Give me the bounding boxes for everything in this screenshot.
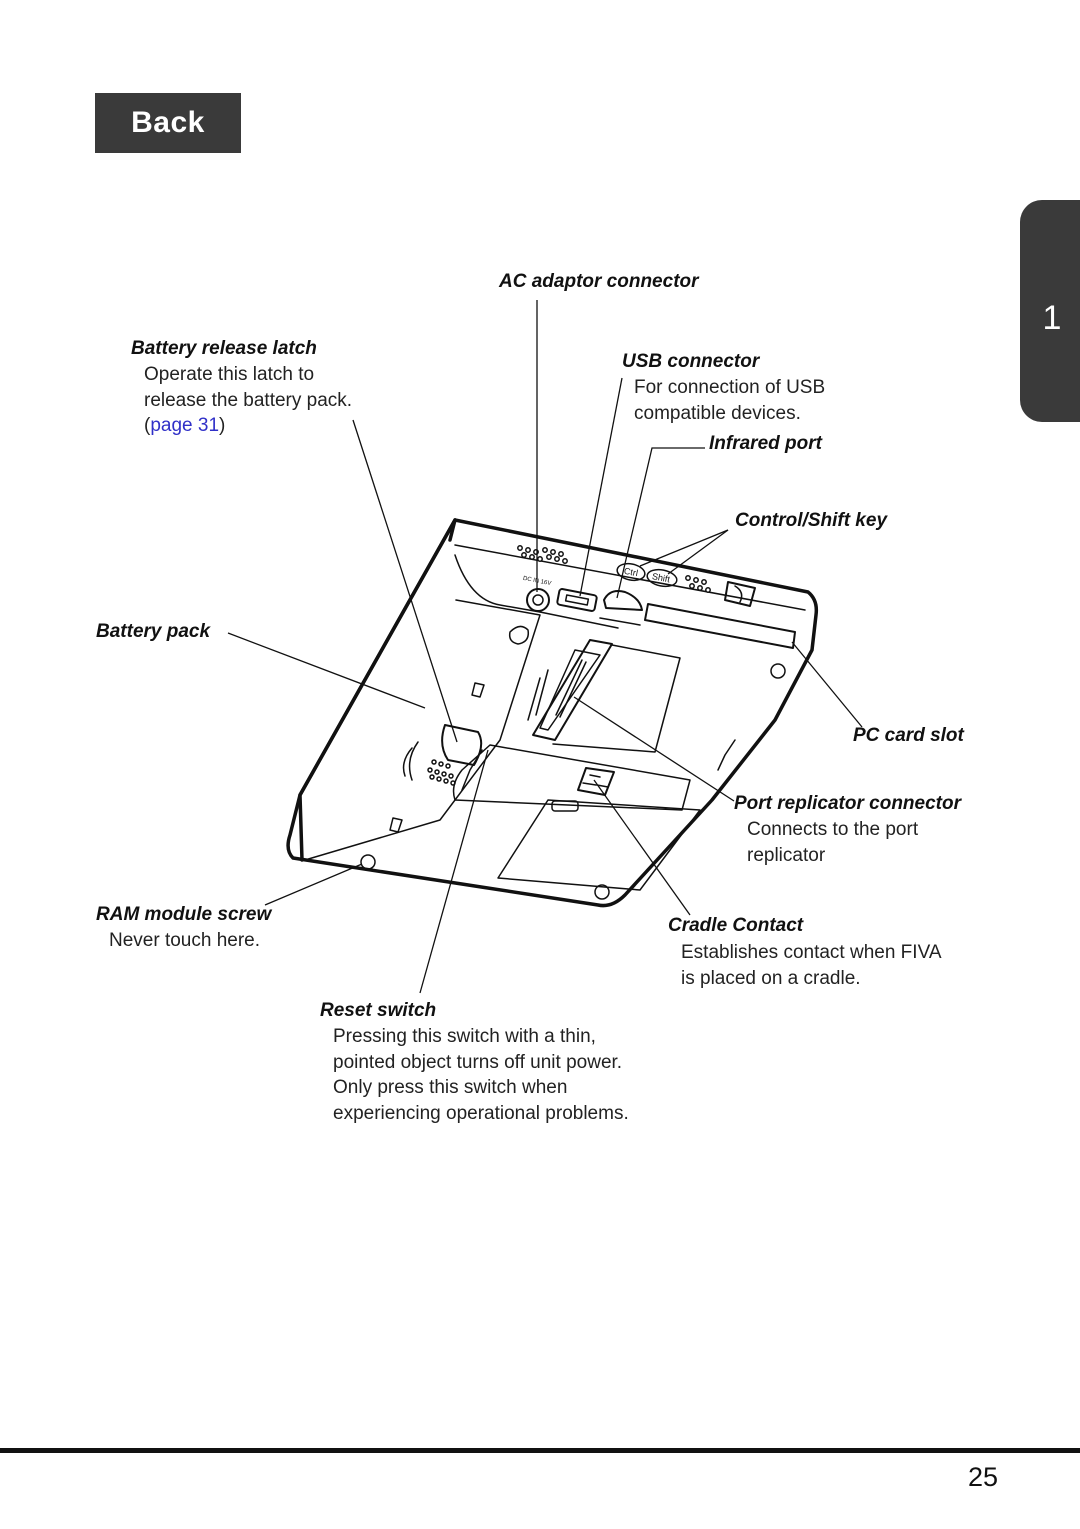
desc-line: Only press this switch when (333, 1077, 568, 1098)
page-31-link[interactable]: page 31 (150, 415, 220, 436)
desc-line: Establishes contact when FIVA (681, 942, 942, 963)
leader-battery-latch (352, 419, 458, 743)
desc-line: pointed object turns off unit power. (333, 1051, 623, 1073)
desc-line: replicator (747, 844, 826, 866)
desc-port-replicator-connector: Connects to the port replicator (747, 817, 918, 868)
leader-infrared (616, 447, 705, 599)
desc-usb-connector: For connection of USB compatible devices… (634, 375, 825, 426)
desc-line: is placed on a cradle. (681, 967, 861, 989)
leader-port-replicator (573, 696, 735, 802)
label-reset-switch: Reset switch (320, 1000, 437, 1021)
device-side-edge (298, 518, 457, 862)
leader-usb (579, 377, 623, 597)
desc-line: compatible devices. (634, 402, 801, 424)
label-cradle-contact: Cradle Contact (668, 915, 804, 936)
leader-ram-screw (264, 863, 363, 906)
desc-battery-release-latch: Operate this latch to release the batter… (144, 362, 352, 439)
battery-release-latch (441, 724, 483, 766)
desc-line: Connects to the port (747, 819, 919, 840)
lock-shape (724, 581, 756, 607)
paren-open: ( (144, 415, 151, 436)
shift-key (646, 568, 678, 588)
vent-holes (517, 545, 711, 593)
leader-cradle (593, 779, 691, 916)
label-ram-module-screw: RAM module screw (96, 904, 272, 925)
screw-top-right (770, 663, 786, 679)
leader-ctrl-shift-b (667, 529, 729, 575)
speaker-grille (427, 759, 456, 786)
device-outline (286, 518, 819, 908)
section-title: Back (95, 93, 241, 153)
footer-rule (0, 1448, 1080, 1453)
shift-key-label: Shift (651, 571, 671, 584)
dc-in-jack (526, 588, 550, 612)
battery-pack-region (304, 599, 541, 861)
desc-cradle-contact: Establishes contact when FIVA is placed … (681, 940, 942, 991)
desc-reset-switch: Pressing this switch with a thin, pointe… (333, 1024, 629, 1126)
leader-pc-card (791, 641, 863, 728)
label-port-replicator-connector: Port replicator connector (734, 793, 961, 814)
label-battery-release-latch: Battery release latch (131, 338, 317, 359)
leader-battery-pack (227, 632, 426, 709)
label-control-shift-key: Control/Shift key (735, 510, 888, 531)
desc-line: Operate this latch to (144, 364, 315, 385)
port-replicator-shape (532, 639, 613, 741)
desc-line: experiencing operational problems. (333, 1102, 629, 1124)
desc-line: For connection of USB (634, 377, 826, 398)
ram-screw (360, 854, 376, 870)
ctrl-key-label: Ctrl (623, 566, 639, 578)
ram-module-cover (452, 744, 691, 811)
desc-line: Pressing this switch with a thin, (333, 1026, 596, 1047)
screw-bottom-right (594, 884, 610, 900)
label-ac-adaptor-connector: AC adaptor connector (499, 271, 699, 292)
lower-panel (497, 799, 701, 891)
pc-card-slot-shape (644, 603, 796, 649)
ctrl-key (616, 562, 646, 582)
usb-port (556, 588, 598, 612)
leader-ctrl-shift-a (639, 529, 729, 567)
chapter-tab[interactable]: 1 (1020, 200, 1080, 422)
cradle-contact-pads (577, 767, 615, 796)
desc-line: release the battery pack. (144, 389, 353, 411)
connector-pins (555, 659, 587, 718)
label-infrared-port: Infrared port (709, 433, 822, 454)
page-number: 25 (967, 1462, 998, 1492)
infrared-port-shape (603, 590, 643, 611)
label-pc-card-slot: PC card slot (853, 725, 964, 746)
leader-reset (419, 749, 489, 994)
label-usb-connector: USB connector (622, 351, 760, 372)
desc-line: Never touch here. (109, 930, 261, 951)
paren-close: ) (219, 415, 226, 436)
page-reference: (page 31) (144, 413, 352, 439)
chapter-number: 1 (1042, 298, 1062, 337)
label-battery-pack: Battery pack (96, 621, 211, 642)
desc-ram-module-screw: Never touch here. (109, 928, 260, 954)
